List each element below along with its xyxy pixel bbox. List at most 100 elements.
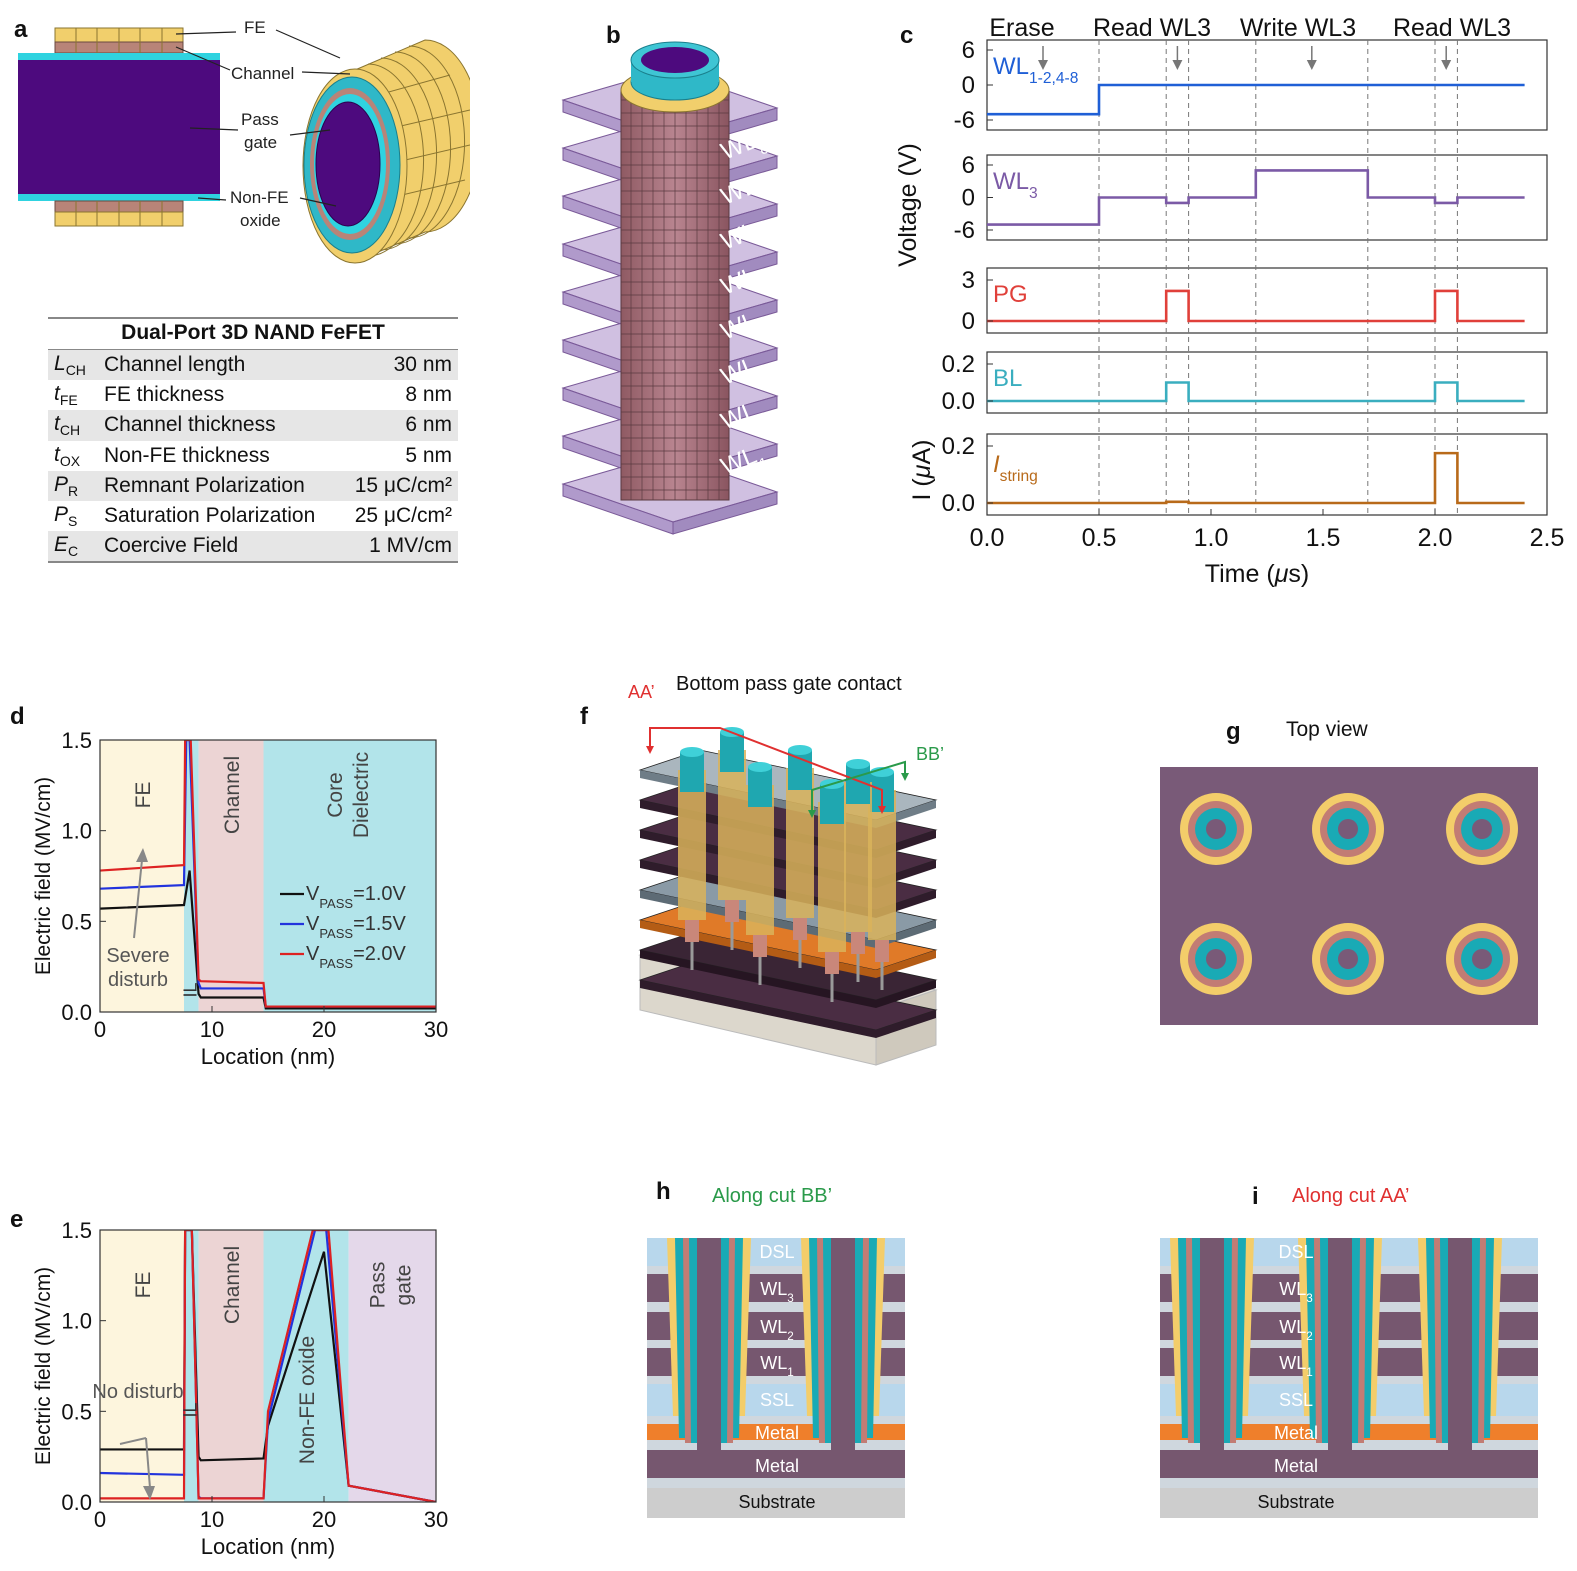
phase-label: Read WL3: [1393, 14, 1511, 42]
layer-band: [647, 1488, 905, 1518]
series-label: Istring: [993, 451, 1038, 485]
y-tick-label: 0.2: [942, 351, 975, 378]
y-tick-label: 1.0: [61, 819, 92, 844]
layer-band: [647, 1302, 905, 1312]
y-tick-label: 0: [962, 72, 975, 99]
param-value: 8 nm: [405, 383, 452, 407]
panel-label-h: h: [656, 1178, 671, 1205]
layer-label: SSL: [760, 1390, 794, 1410]
region-label: IL: [180, 1402, 200, 1417]
x-tick-label: 10: [200, 1507, 224, 1532]
pillar: [786, 768, 814, 918]
panel-label-f: f: [580, 703, 588, 730]
y-axis-label-voltage: Voltage (V): [894, 143, 922, 267]
region-label: IL: [180, 982, 200, 997]
region-band: [100, 1230, 184, 1502]
param-value: 15 μC/cm²: [339, 470, 458, 501]
series-line: [987, 169, 1525, 226]
y-tick-label: 1.5: [61, 1218, 92, 1243]
param-value: 5 nm: [405, 443, 452, 467]
layer-label: WL1: [1279, 1353, 1313, 1379]
y-tick-label: 0.2: [942, 433, 975, 460]
region-label: Core: [324, 772, 347, 818]
param-symbol: PS: [54, 502, 78, 530]
panel-label-a: a: [14, 16, 28, 43]
series-line: [987, 83, 1525, 116]
panel-label-i: i: [1252, 1183, 1259, 1210]
region-label: gate: [392, 1265, 415, 1306]
pillar-top: [820, 784, 844, 824]
series-label: BL: [993, 365, 1022, 392]
panel-label-b: b: [606, 22, 621, 49]
label-fe: FE: [244, 18, 266, 37]
pillar: [678, 770, 706, 920]
y-tick-label: 3: [962, 267, 975, 294]
layer-band: [647, 1416, 905, 1424]
layer-label: Metal: [1274, 1456, 1318, 1476]
pillar-core: [1200, 1238, 1224, 1450]
pillar-top: [720, 732, 744, 772]
param-name: Channel thickness: [98, 410, 340, 441]
label-pass-gate-1: Pass: [241, 110, 279, 129]
legend-label: VPASS=1.5V: [306, 913, 407, 941]
x-tick-label: 1.5: [1306, 524, 1341, 552]
series-line: [987, 451, 1525, 505]
legend-label: VPASS=1.0V: [306, 883, 407, 911]
region-band: [198, 740, 264, 1012]
phase-arrow: [1306, 60, 1317, 70]
series-label: PG: [993, 281, 1028, 308]
param-value: 25 μC/cm²: [354, 504, 452, 528]
x-tick-label: 2.0: [1418, 524, 1453, 552]
panel-h-title: Along cut BB’: [712, 1185, 833, 1207]
pillar: [746, 785, 774, 935]
pillar-top: [748, 767, 772, 807]
series-label: WL3: [993, 168, 1038, 202]
x-tick-label: 0: [94, 1017, 106, 1042]
y-axis-label: Electric field (MV/cm): [32, 1267, 55, 1465]
layer-band: [1160, 1450, 1538, 1478]
panel-label-d: d: [10, 703, 25, 730]
region-label: Pass: [366, 1262, 389, 1309]
pillar: [818, 802, 846, 952]
x-axis-label: Location (nm): [201, 1534, 336, 1559]
annotation-text: Severe: [106, 945, 169, 967]
subplot-frame: [986, 351, 1548, 414]
y-tick-label: 0.0: [942, 388, 975, 415]
layer-label: Substrate: [1257, 1492, 1334, 1512]
region-label: Channel: [221, 756, 244, 834]
annotation-arrow: [136, 848, 148, 862]
param-name: Channel length: [98, 350, 340, 381]
y-tick-label: 0.5: [61, 909, 92, 934]
phase-arrow: [1172, 60, 1183, 70]
layer-label: DSL: [1278, 1242, 1313, 1262]
y-tick-label: 1.5: [61, 728, 92, 753]
region-label: FE: [132, 1272, 155, 1299]
region-band: [263, 740, 436, 1012]
panel-a-device-illustration: [18, 27, 470, 264]
layer-label: Substrate: [738, 1492, 815, 1512]
x-tick-label: 2.5: [1530, 524, 1565, 552]
stack-layer-edge: [640, 980, 876, 1038]
param-symbol: tOX: [54, 442, 81, 469]
x-axis-label: Location (nm): [201, 1044, 336, 1069]
x-tick-label: 30: [424, 1507, 448, 1532]
region-label: Dielectric: [350, 752, 373, 838]
region-band: [198, 1230, 264, 1502]
subplot-frame: [986, 433, 1548, 516]
param-value: 6 nm: [339, 410, 458, 441]
layer-label: WL3: [1279, 1279, 1313, 1305]
param-name: Saturation Polarization: [104, 504, 316, 528]
x-tick-label: 30: [424, 1017, 448, 1042]
cut-aa-label: AA’: [628, 682, 655, 702]
layer-label: WL2: [1279, 1317, 1313, 1343]
stack-layer-edge: [640, 950, 876, 1008]
